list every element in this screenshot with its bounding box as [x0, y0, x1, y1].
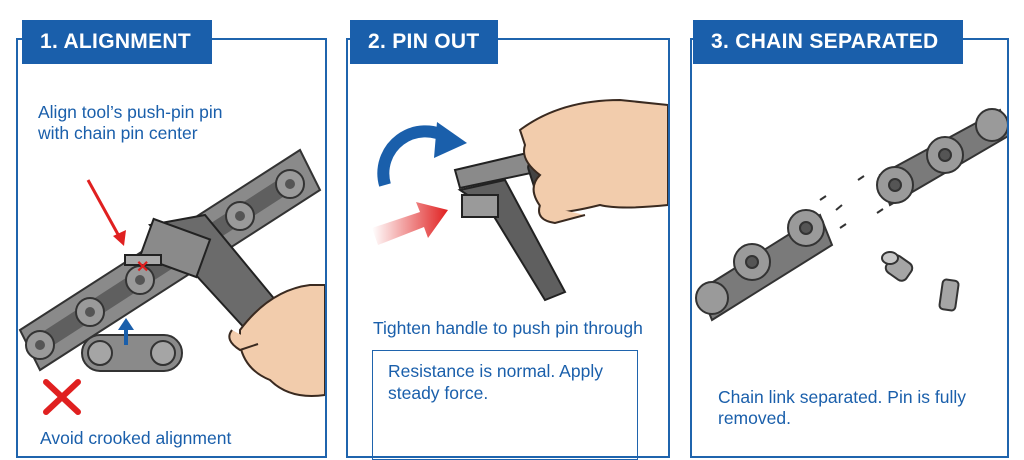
step3-title: 3. CHAIN SEPARATED [693, 20, 963, 64]
step1-caption: Align tool’s push-pin pin with chain pin… [38, 102, 223, 143]
loose-link [81, 334, 183, 372]
step3-caption: Chain link separated. Pin is fully remov… [718, 387, 967, 428]
step1-warning: Avoid crooked alignment [40, 428, 232, 448]
red-arrow-icon [86, 179, 126, 246]
step2-caption: Tighten handle to push pin through [373, 318, 643, 338]
hand [518, 98, 668, 225]
step2-note: Resistance is normal. Apply steady force… [388, 361, 603, 403]
step1-title: 1. ALIGNMENT [22, 20, 212, 64]
rotate-arrow-icon [377, 122, 467, 187]
blue-arrow-icon [118, 318, 134, 345]
removed-pins [881, 251, 960, 312]
motion-marks [819, 175, 884, 229]
push-arrow-icon [372, 202, 448, 245]
step2-title: 2. PIN OUT [350, 20, 498, 64]
chain-upper [876, 108, 1007, 207]
illustrations: ✕ [18, 98, 1007, 415]
alignment-illustration: ✕ [18, 148, 325, 415]
chain-lower [695, 209, 834, 322]
target-x-mark: ✕ [136, 259, 149, 276]
hand [228, 284, 325, 397]
pin-out-illustration [372, 98, 668, 302]
separated-chain-illustration [695, 108, 1007, 322]
x-mark-icon [43, 379, 81, 415]
